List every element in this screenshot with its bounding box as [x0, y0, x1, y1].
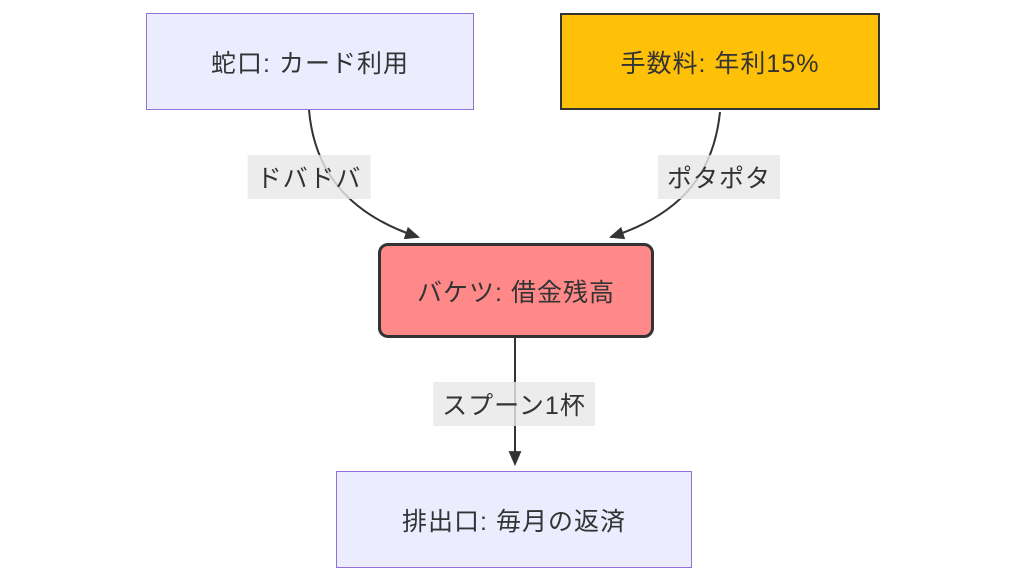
edge-label-bucket-drain: スプーン1杯	[433, 382, 595, 426]
node-bucket-label: バケツ: 借金残高	[417, 278, 615, 307]
edge-label-fee-bucket: ポタポタ	[657, 155, 781, 199]
node-faucet: 蛇口: カード利用	[146, 13, 474, 110]
edge-label-faucet-bucket: ドバドバ	[247, 155, 371, 199]
node-bucket: バケツ: 借金残高	[378, 243, 654, 338]
node-fee-label: 手数料: 年利15%	[620, 49, 820, 78]
node-drain-label: 排出口: 毎月の返済	[402, 507, 626, 536]
node-faucet-label: 蛇口: カード利用	[211, 49, 409, 78]
node-drain: 排出口: 毎月の返済	[336, 471, 692, 568]
node-fee: 手数料: 年利15%	[560, 13, 880, 110]
